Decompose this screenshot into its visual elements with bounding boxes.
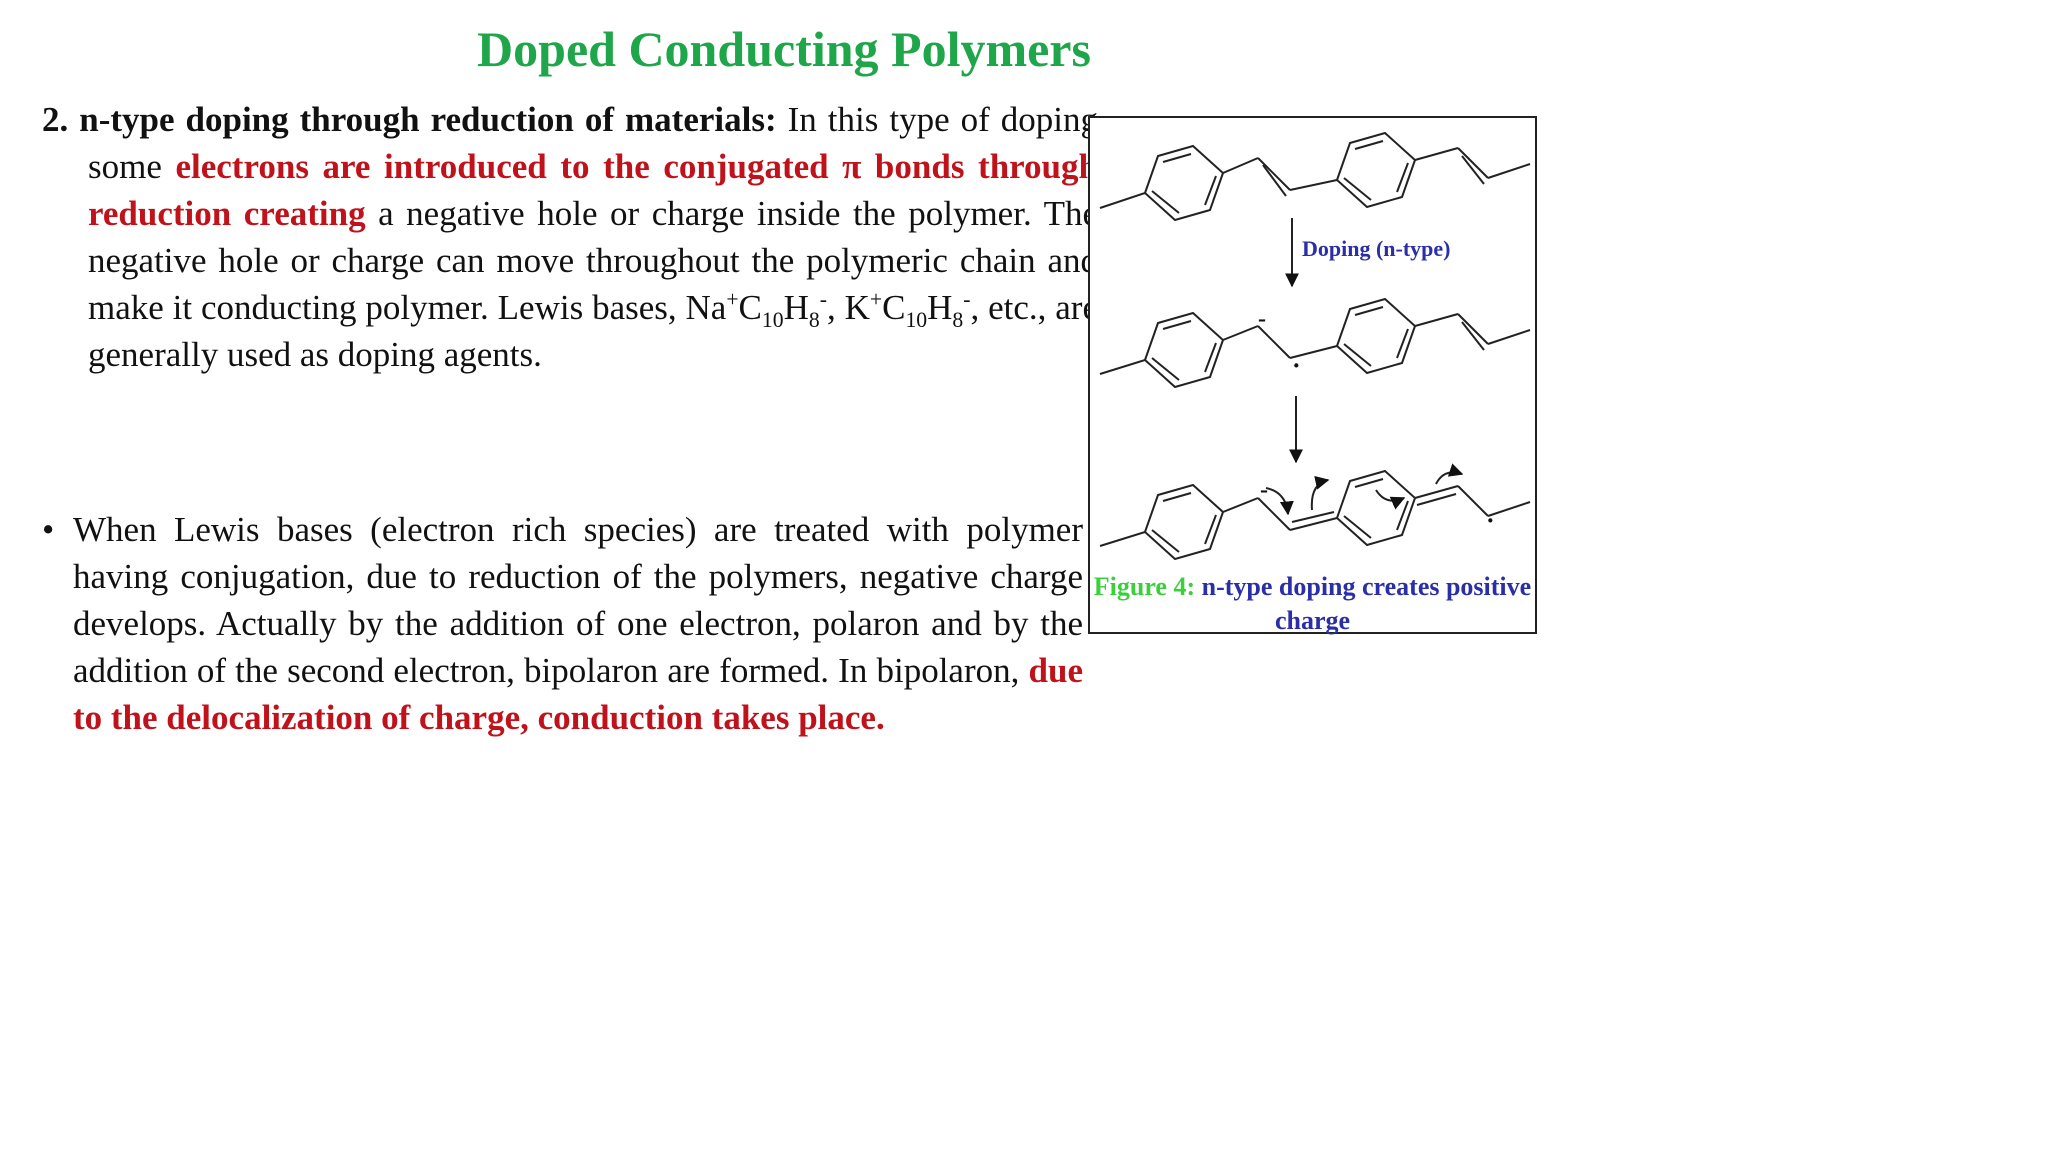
negative-charge-mark-2: - xyxy=(1260,477,1268,503)
point-heading: 2. n-type doping through reduction of ma… xyxy=(42,100,777,139)
superscript-plus-2: + xyxy=(869,287,883,312)
formula-h-2: H xyxy=(927,288,953,327)
subscript-8: 8 xyxy=(808,308,820,332)
radical-dot-mark-2: · xyxy=(1486,506,1495,535)
polymer-chain-1 xyxy=(1099,131,1531,222)
figure-caption-text: n-type doping creates positive charge xyxy=(1195,572,1532,635)
figure-caption: Figure 4: n-type doping creates positive… xyxy=(1090,570,1535,638)
bullet-marker: • xyxy=(42,510,55,549)
bullet-highlight: due to the delocalization of charge, con… xyxy=(73,651,1083,737)
subscript-10: 10 xyxy=(761,308,784,332)
point-text-1: In this type of doping some xyxy=(88,100,1098,186)
superscript-minus: - xyxy=(819,287,827,312)
negative-charge-mark: - xyxy=(1258,306,1266,332)
bullet-lewis-bases: • When Lewis bases (electron rich species… xyxy=(42,506,1083,741)
radical-dot-mark: · xyxy=(1292,351,1301,380)
superscript-plus: + xyxy=(726,287,739,312)
bullet-text: When Lewis bases (electron rich species)… xyxy=(73,510,1083,690)
polymer-chain-2 xyxy=(1099,297,1531,389)
subscript-10-2: 10 xyxy=(905,308,928,332)
doping-figure: Doping (n-type) - · - · Figure 4: n-type… xyxy=(1088,116,1537,635)
superscript-minus-2: - xyxy=(963,287,971,312)
point-text-end: , etc., are generally used as doping age… xyxy=(88,288,1098,374)
formula-k: , K xyxy=(826,288,870,327)
point-n-type-doping: 2. n-type doping through reduction of ma… xyxy=(42,96,1098,378)
figure-caption-label: Figure 4: xyxy=(1093,572,1196,601)
subscript-8-2: 8 xyxy=(952,308,964,332)
point-text-2: a negative hole or charge inside the pol… xyxy=(88,194,1098,327)
formula-c-2: C xyxy=(882,288,906,327)
slide-title: Doped Conducting Polymers xyxy=(477,21,1091,77)
polymer-structure-diagram: Doping (n-type) - · - · xyxy=(1099,131,1531,561)
formula-c: C xyxy=(738,288,762,327)
polymer-chain-3 xyxy=(1099,463,1531,561)
doping-arrow-label: Doping (n-type) xyxy=(1302,236,1451,261)
formula-h: H xyxy=(783,288,809,327)
point-highlight: electrons are introduced to the conjugat… xyxy=(88,147,1098,233)
